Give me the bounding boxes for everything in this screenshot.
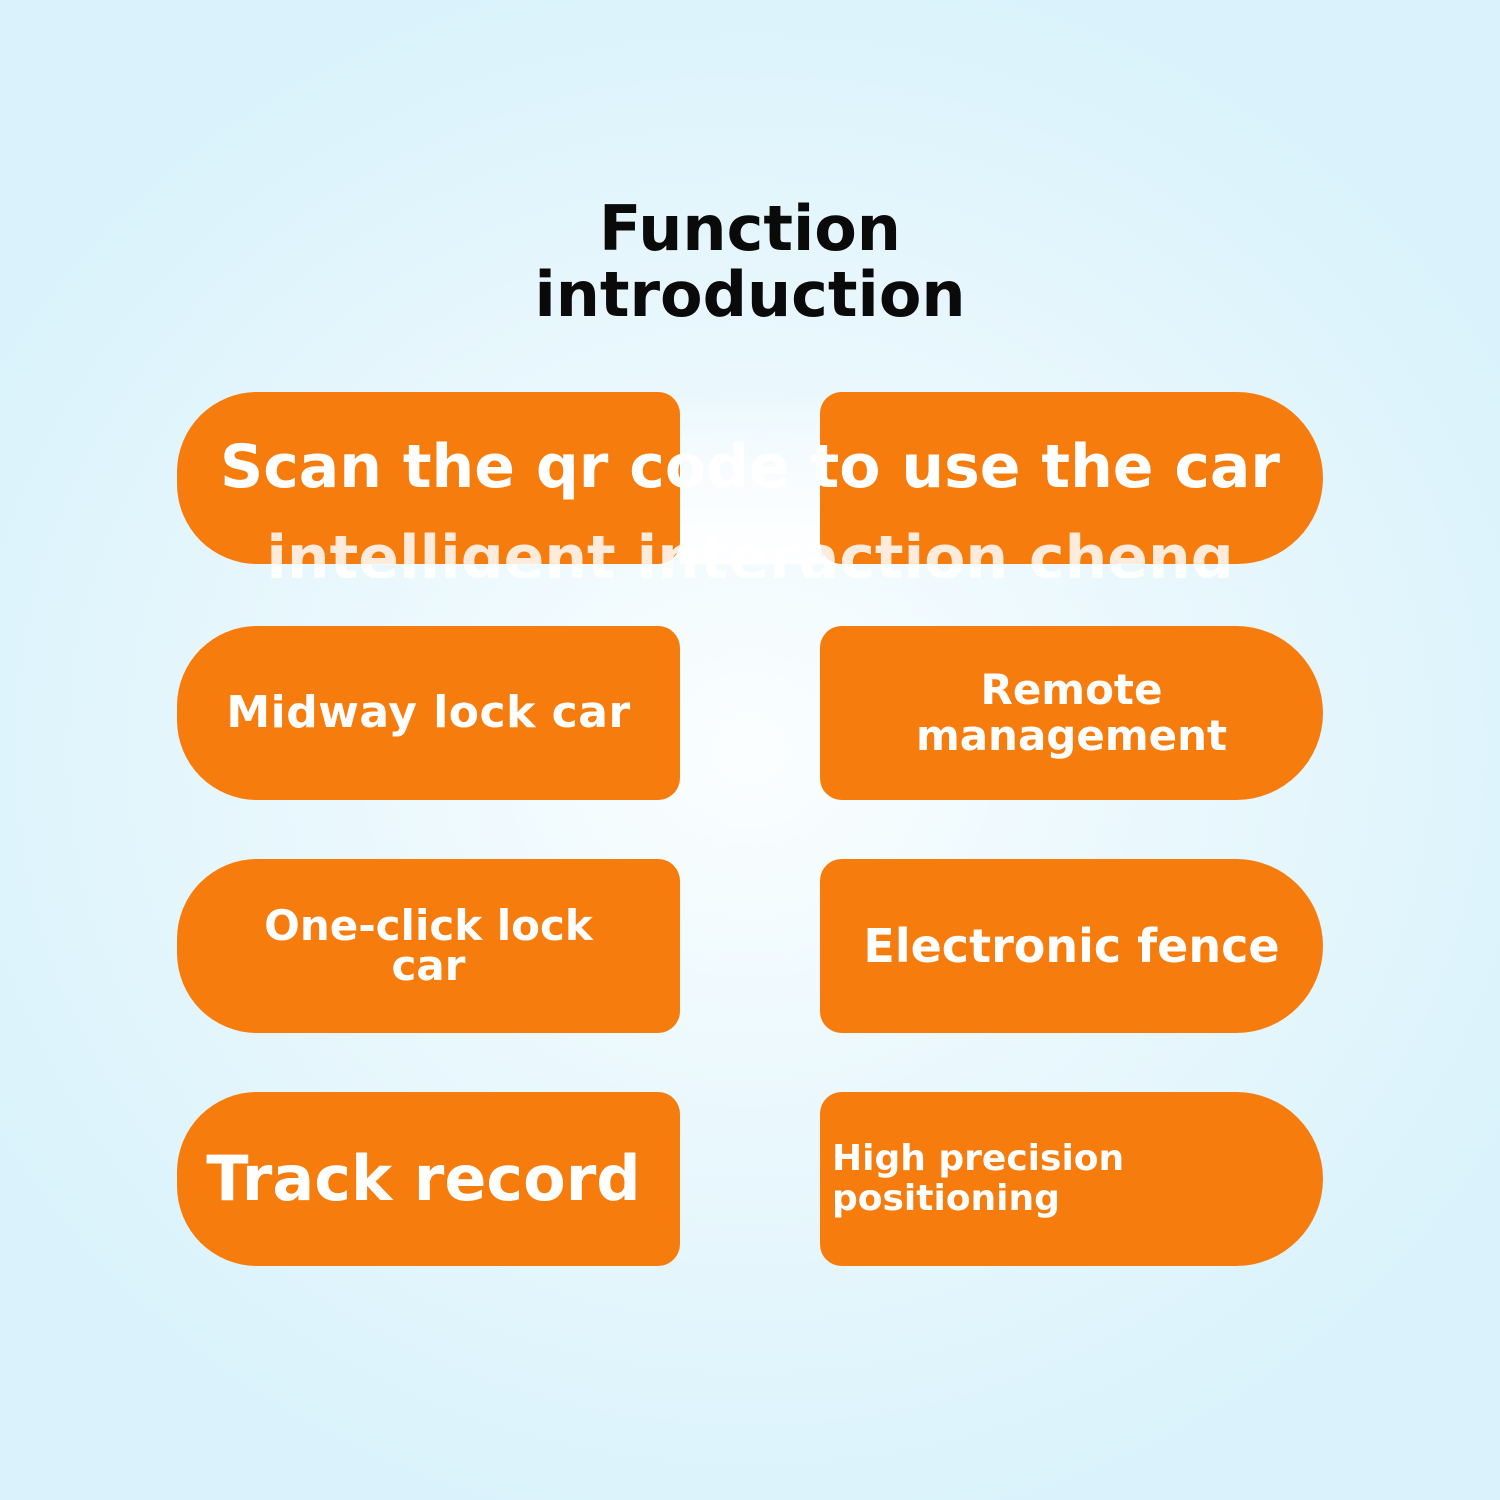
feature-label-track-record: Track record [206,1142,641,1215]
page-title: Function introduction [0,196,1500,328]
feature-pill-scan-left [177,392,680,564]
feature-label-electronic-fence: Electronic fence [863,919,1280,973]
feature-label-remote-line-1: Remote [980,665,1163,714]
feature-label-high-precision-line-2: positioning [832,1178,1060,1219]
feature-label-high-precision-line-1: High precision [832,1138,1125,1179]
feature-pill-scan-right [820,392,1323,564]
banner-gap-glow [680,392,820,564]
scan-qr-banner-line-2: intelligent interaction cheng [266,523,1234,578]
scan-qr-banner: Scan the qr code to use the car intellig… [150,418,1350,578]
scan-qr-banner-line-1: Scan the qr code to use the car [219,432,1281,502]
feature-pill-electronic-fence: Electronic fence [820,859,1323,1033]
feature-pill-midway-lock: Midway lock car [177,626,680,800]
feature-label-one-click-line-1: One-click lock [264,901,593,950]
feature-label-one-click-lock: One-click lock car [264,901,593,990]
page-title-line-2: introduction [534,258,966,331]
feature-pill-high-precision-positioning: High precision positioning [820,1092,1323,1266]
feature-label-remote-management: Remote management [916,667,1227,759]
feature-label-one-click-line-2: car [391,941,466,990]
feature-pill-track-record: Track record [177,1092,680,1266]
feature-label-high-precision-positioning: High precision positioning [832,1139,1124,1219]
feature-pill-one-click-lock: One-click lock car [177,859,680,1033]
page-title-line-1: Function [599,192,901,265]
feature-label-midway-lock: Midway lock car [226,687,631,738]
feature-label-remote-line-2: management [915,711,1228,760]
feature-pill-remote-management: Remote management [820,626,1323,800]
